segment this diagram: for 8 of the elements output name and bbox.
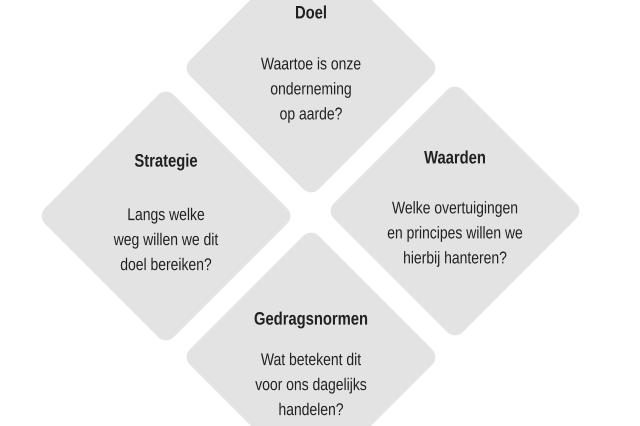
question-text: Wat betekent dit voor ons dagelijks handelen? [255,352,366,416]
panel-heading: Strategie [134,154,198,170]
question-text: Welke overtuigingen en principes willen we hierbij hanteren? [388,201,522,267]
question-text: Langs welke weg willen we dit doel bereiken? [114,208,218,270]
panel-heading: Doel [296,5,326,19]
panel-heading: Gedragsnormen [254,312,368,328]
panel-heading: Waarden [424,150,485,164]
question-text: Waartoe is onze onderneming op aarde? [260,57,360,123]
